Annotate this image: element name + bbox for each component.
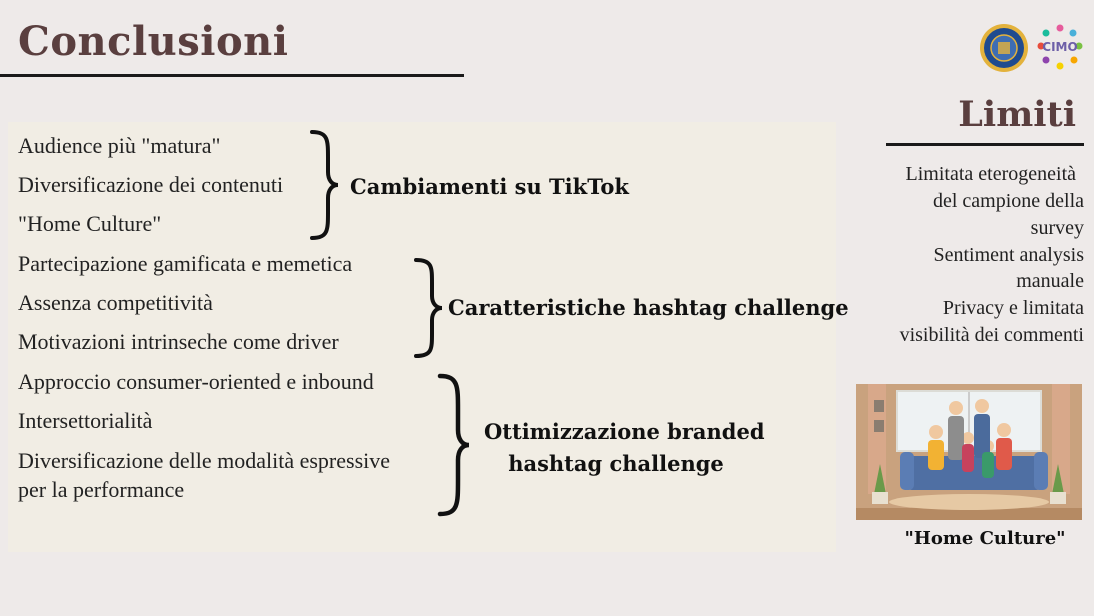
university-seal-icon: [980, 24, 1028, 72]
list-item: Partecipazione gamificata e memetica: [18, 251, 353, 276]
right-brace-icon: [310, 130, 339, 240]
list-item: Audience più "matura": [18, 133, 221, 158]
slide-title: Conclusioni: [18, 18, 289, 65]
list-item: Approccio consumer-oriented e inbound: [18, 369, 374, 394]
cimo-logo-text: CIMO: [1042, 40, 1077, 54]
group-label-line: Ottimizzazione branded: [484, 419, 765, 444]
list-item: Diversificazione delle modalità espressi…: [18, 448, 391, 473]
list-item: Intersettorialità: [18, 408, 153, 433]
limit-text-line: survey: [1030, 217, 1084, 239]
list-item: Diversificazione dei contenuti: [18, 172, 284, 197]
list-item: "Home Culture": [18, 211, 162, 236]
group-label-line: hashtag challenge: [508, 451, 724, 476]
limiti-underline: [886, 143, 1084, 146]
limit-text-line: visibilità dei commenti: [899, 324, 1084, 346]
title-underline: [0, 74, 464, 77]
limit-text-line: Limitata eterogeneità: [905, 163, 1076, 185]
right-brace-icon: [437, 373, 470, 517]
group-label: Cambiamenti su TikTok: [350, 174, 629, 199]
list-item: Assenza competitività: [18, 290, 213, 315]
group-label: Caratteristiche hashtag challenge: [448, 295, 849, 320]
list-item: Motivazioni intrinseche come driver: [18, 329, 339, 354]
cimo-logo-icon: CIMO: [1037, 24, 1083, 70]
group-label: Ottimizzazione branded hashtag challenge: [484, 416, 765, 480]
limit-text-line: manuale: [1016, 270, 1084, 292]
limiti-title: Limiti: [958, 94, 1076, 135]
right-brace-icon: [414, 258, 443, 358]
conclusions-panel: [8, 122, 836, 552]
family-illustration-image: [856, 384, 1082, 520]
limit-text-line: Sentiment analysis: [933, 244, 1084, 266]
logos: CIMO: [980, 24, 1083, 72]
image-caption: "Home Culture": [904, 528, 1066, 549]
list-item: per la performance: [18, 477, 185, 502]
limit-text-line: Privacy e limitata: [942, 297, 1084, 319]
limit-text-line: del campione della: [932, 190, 1084, 212]
